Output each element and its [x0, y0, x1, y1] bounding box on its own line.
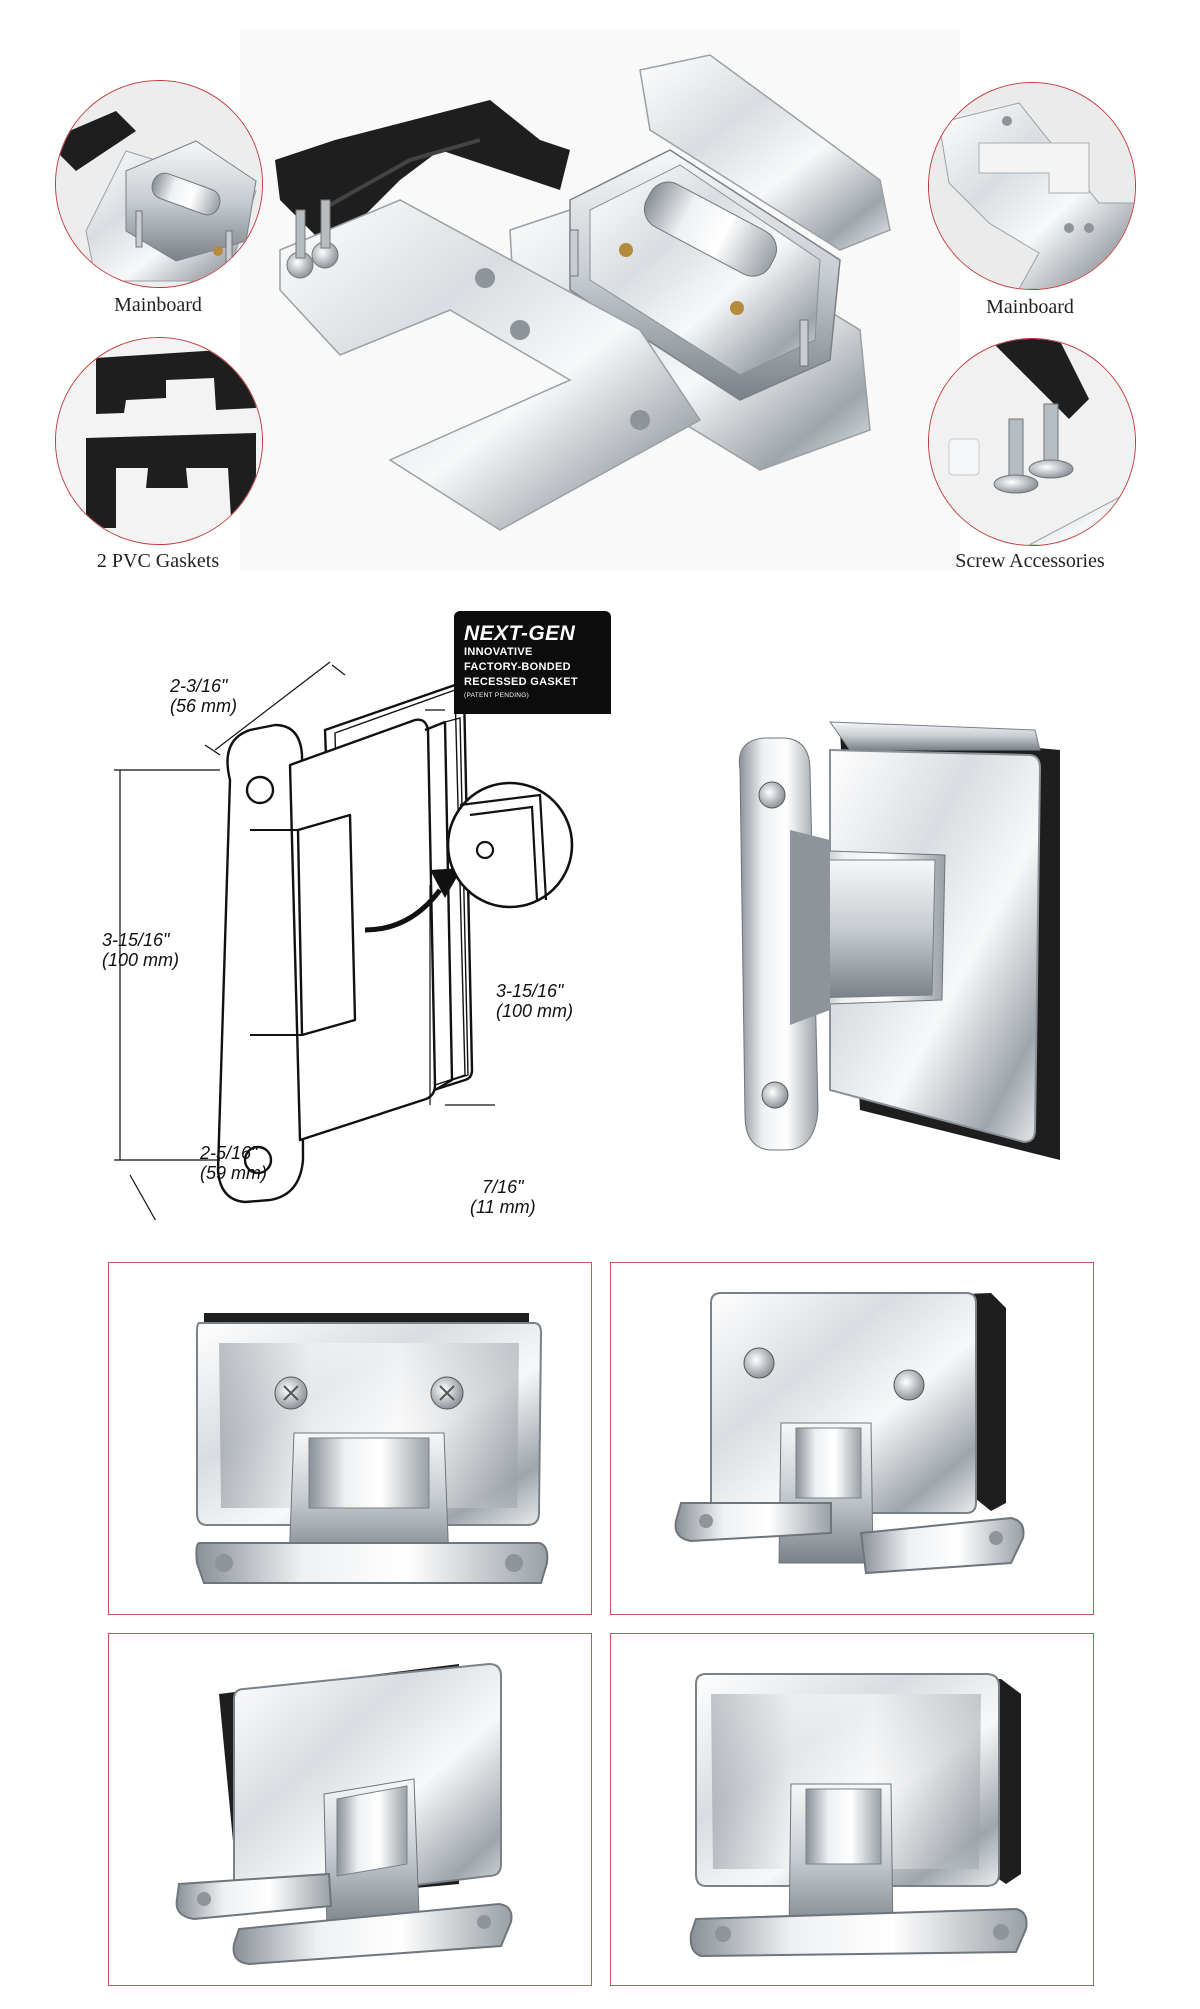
mainboard-callout-right: [928, 82, 1136, 290]
photo-frame-angled-right: [610, 1262, 1094, 1615]
chrome-hinge-icon: [175, 1662, 513, 1966]
hinge-line-drawing: [100, 600, 660, 1220]
chrome-hinge-icon: [195, 1313, 549, 1584]
dim-depth-in: 7/16": [482, 1177, 524, 1197]
dim-left-height-in: 3-15/16": [102, 930, 170, 950]
mounting-plate-icon: [56, 81, 262, 287]
dim-right-height-in: 3-15/16": [496, 981, 564, 1001]
badge-line-1: INNOVATIVE: [464, 646, 533, 658]
arrow-icon-head: [430, 868, 462, 898]
badge-title: NEXT-GEN: [464, 622, 576, 645]
dim-right-height: 3-15/16" (100 mm): [496, 981, 573, 1021]
dim-left-height: 3-15/16" (100 mm): [102, 930, 179, 970]
badge-note: (PATENT PENDING): [464, 692, 530, 699]
dim-top-width-mm: (56 mm): [170, 696, 237, 716]
dim-bottom-width-in: 2-5/16": [200, 1143, 258, 1163]
chrome-hinge-icon: [240, 54, 891, 531]
screw-callout: [928, 338, 1136, 546]
screw-icon: [929, 339, 1135, 545]
mainboard-callout-left: [55, 80, 263, 288]
badge-line-3: RECESSED GASKET: [464, 676, 578, 688]
dim-depth: 7/16" (11 mm): [470, 1177, 536, 1217]
gasket-callout: [55, 337, 263, 545]
detail-circle: [446, 781, 574, 909]
pvc-gasket-icon: [56, 338, 262, 544]
dim-left-height-mm: (100 mm): [102, 950, 180, 970]
arrow-icon: [364, 888, 442, 933]
dim-right-height-mm: (100 mm): [496, 1001, 574, 1021]
chrome-hinge-icon: [689, 1673, 1028, 1958]
chrome-hinge-icon: [674, 1292, 1025, 1575]
dim-bottom-width-mm: (59 mm): [200, 1163, 267, 1183]
exploded-hinge-photo: [240, 30, 960, 570]
mounting-plate-icon: [929, 83, 1135, 289]
badge-line-2: FACTORY-BONDED: [464, 661, 571, 673]
screw-icon: [286, 199, 339, 279]
photo-frame-front: [108, 1262, 592, 1615]
dim-bottom-width: 2-5/16" (59 mm): [200, 1143, 267, 1183]
next-gen-badge: NEXT-GEN INNOVATIVE FACTORY-BONDED RECES…: [454, 611, 611, 714]
gasket-caption: 2 PVC Gaskets: [96, 550, 220, 572]
mainboard-caption-left: Mainboard: [114, 294, 202, 316]
dim-top-width-in: 2-3/16": [170, 676, 228, 696]
dim-depth-mm: (11 mm): [470, 1197, 536, 1217]
hinge-photo-angled: [730, 710, 1090, 1160]
photo-frame-angled-left: [108, 1633, 592, 1986]
screw-caption: Screw Accessories: [955, 550, 1105, 572]
dimension-diagram: [114, 661, 574, 1220]
dim-top-width: 2-3/16" (56 mm): [170, 676, 237, 716]
mainboard-caption-right: Mainboard: [986, 296, 1074, 318]
chrome-hinge-icon: [738, 721, 1060, 1160]
photo-frame-three-quarter: [610, 1633, 1094, 1986]
